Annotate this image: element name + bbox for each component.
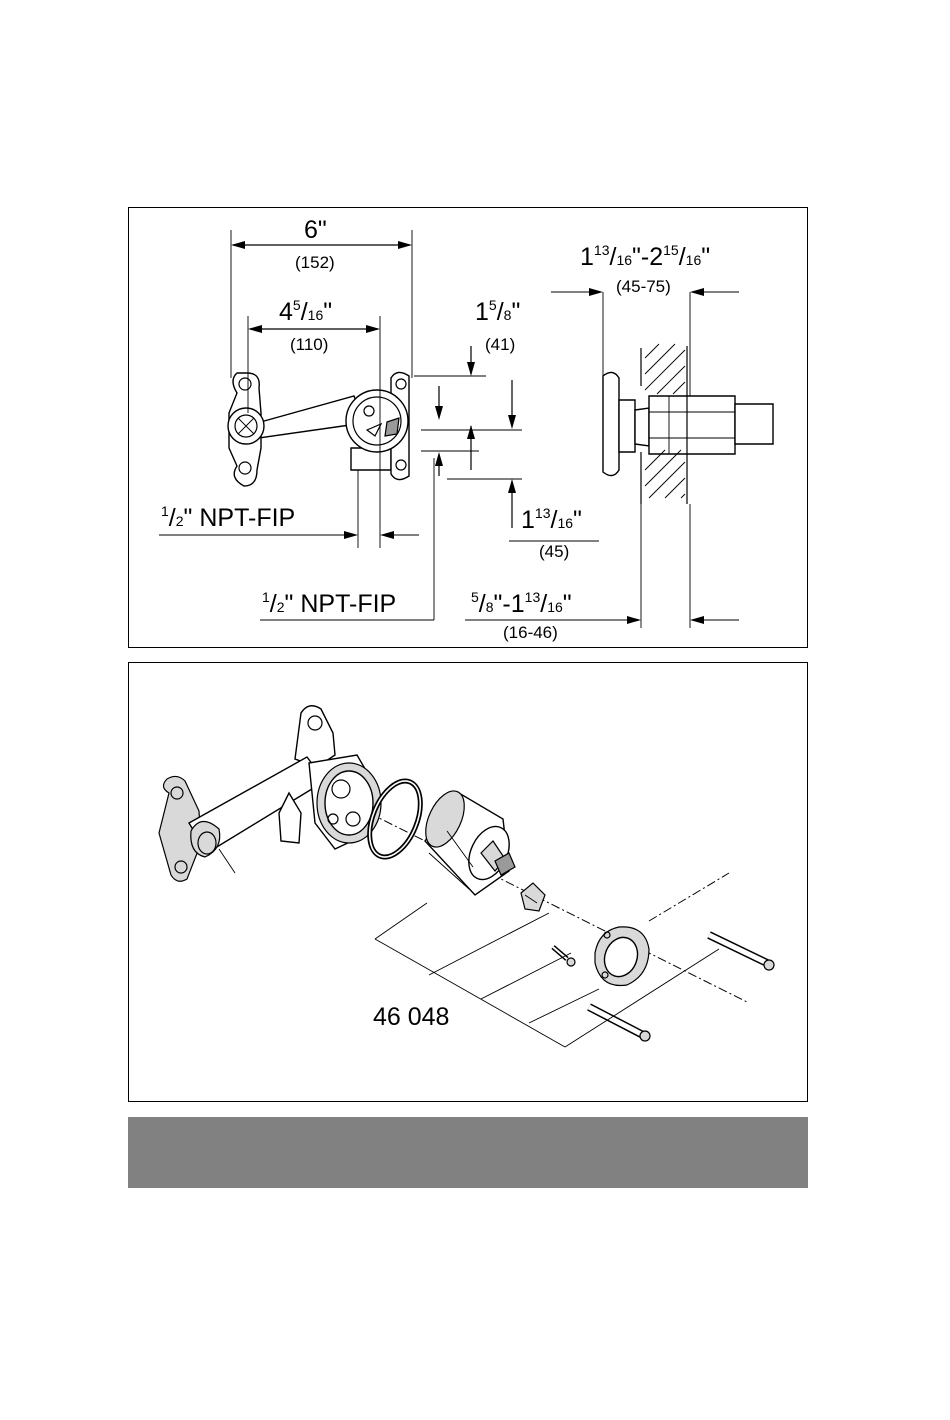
- flange-ring-part: [595, 927, 649, 986]
- dimension-drawing-panel: 6" (152) 45/16" (110) 15/8" (41) 113/16"…: [128, 207, 808, 648]
- adapter-part: [521, 883, 545, 911]
- label-pipe-bottom: 1/2" NPT-FIP: [262, 589, 396, 618]
- dimension-drawing: 6" (152) 45/16" (110) 15/8" (41) 113/16"…: [129, 208, 809, 649]
- label-wall-range: 5/8"-113/16": [471, 589, 572, 618]
- label-wall-range-mm: (16-46): [503, 623, 558, 642]
- label-depth-range-mm: (45-75): [616, 277, 671, 296]
- label-overall-width: 6": [304, 216, 327, 244]
- valve-body-part: [159, 706, 381, 881]
- label-bottom-offset: 113/16": [521, 505, 582, 534]
- label-top-offset: 15/8": [475, 297, 520, 326]
- label-top-offset-mm: (41): [485, 335, 515, 354]
- label-overall-width-mm: (152): [295, 253, 335, 272]
- label-inner-width: 45/16": [279, 297, 332, 326]
- label-bottom-offset-mm: (45): [539, 542, 569, 561]
- label-inner-width-mm: (110): [290, 335, 328, 354]
- valve-body-side-view: [603, 344, 773, 504]
- exploded-view-drawing: 46 048: [129, 663, 809, 1103]
- label-depth-range: 113/16"-215/16": [580, 242, 710, 271]
- part-number-label: 46 048: [373, 1003, 449, 1031]
- cartridge-part: [418, 785, 517, 895]
- valve-body-front-view: [228, 372, 409, 486]
- footer-gray-bar: [128, 1117, 808, 1188]
- label-pipe-left: 1/2" NPT-FIP: [161, 503, 295, 532]
- exploded-view-panel: 46 048: [128, 662, 808, 1102]
